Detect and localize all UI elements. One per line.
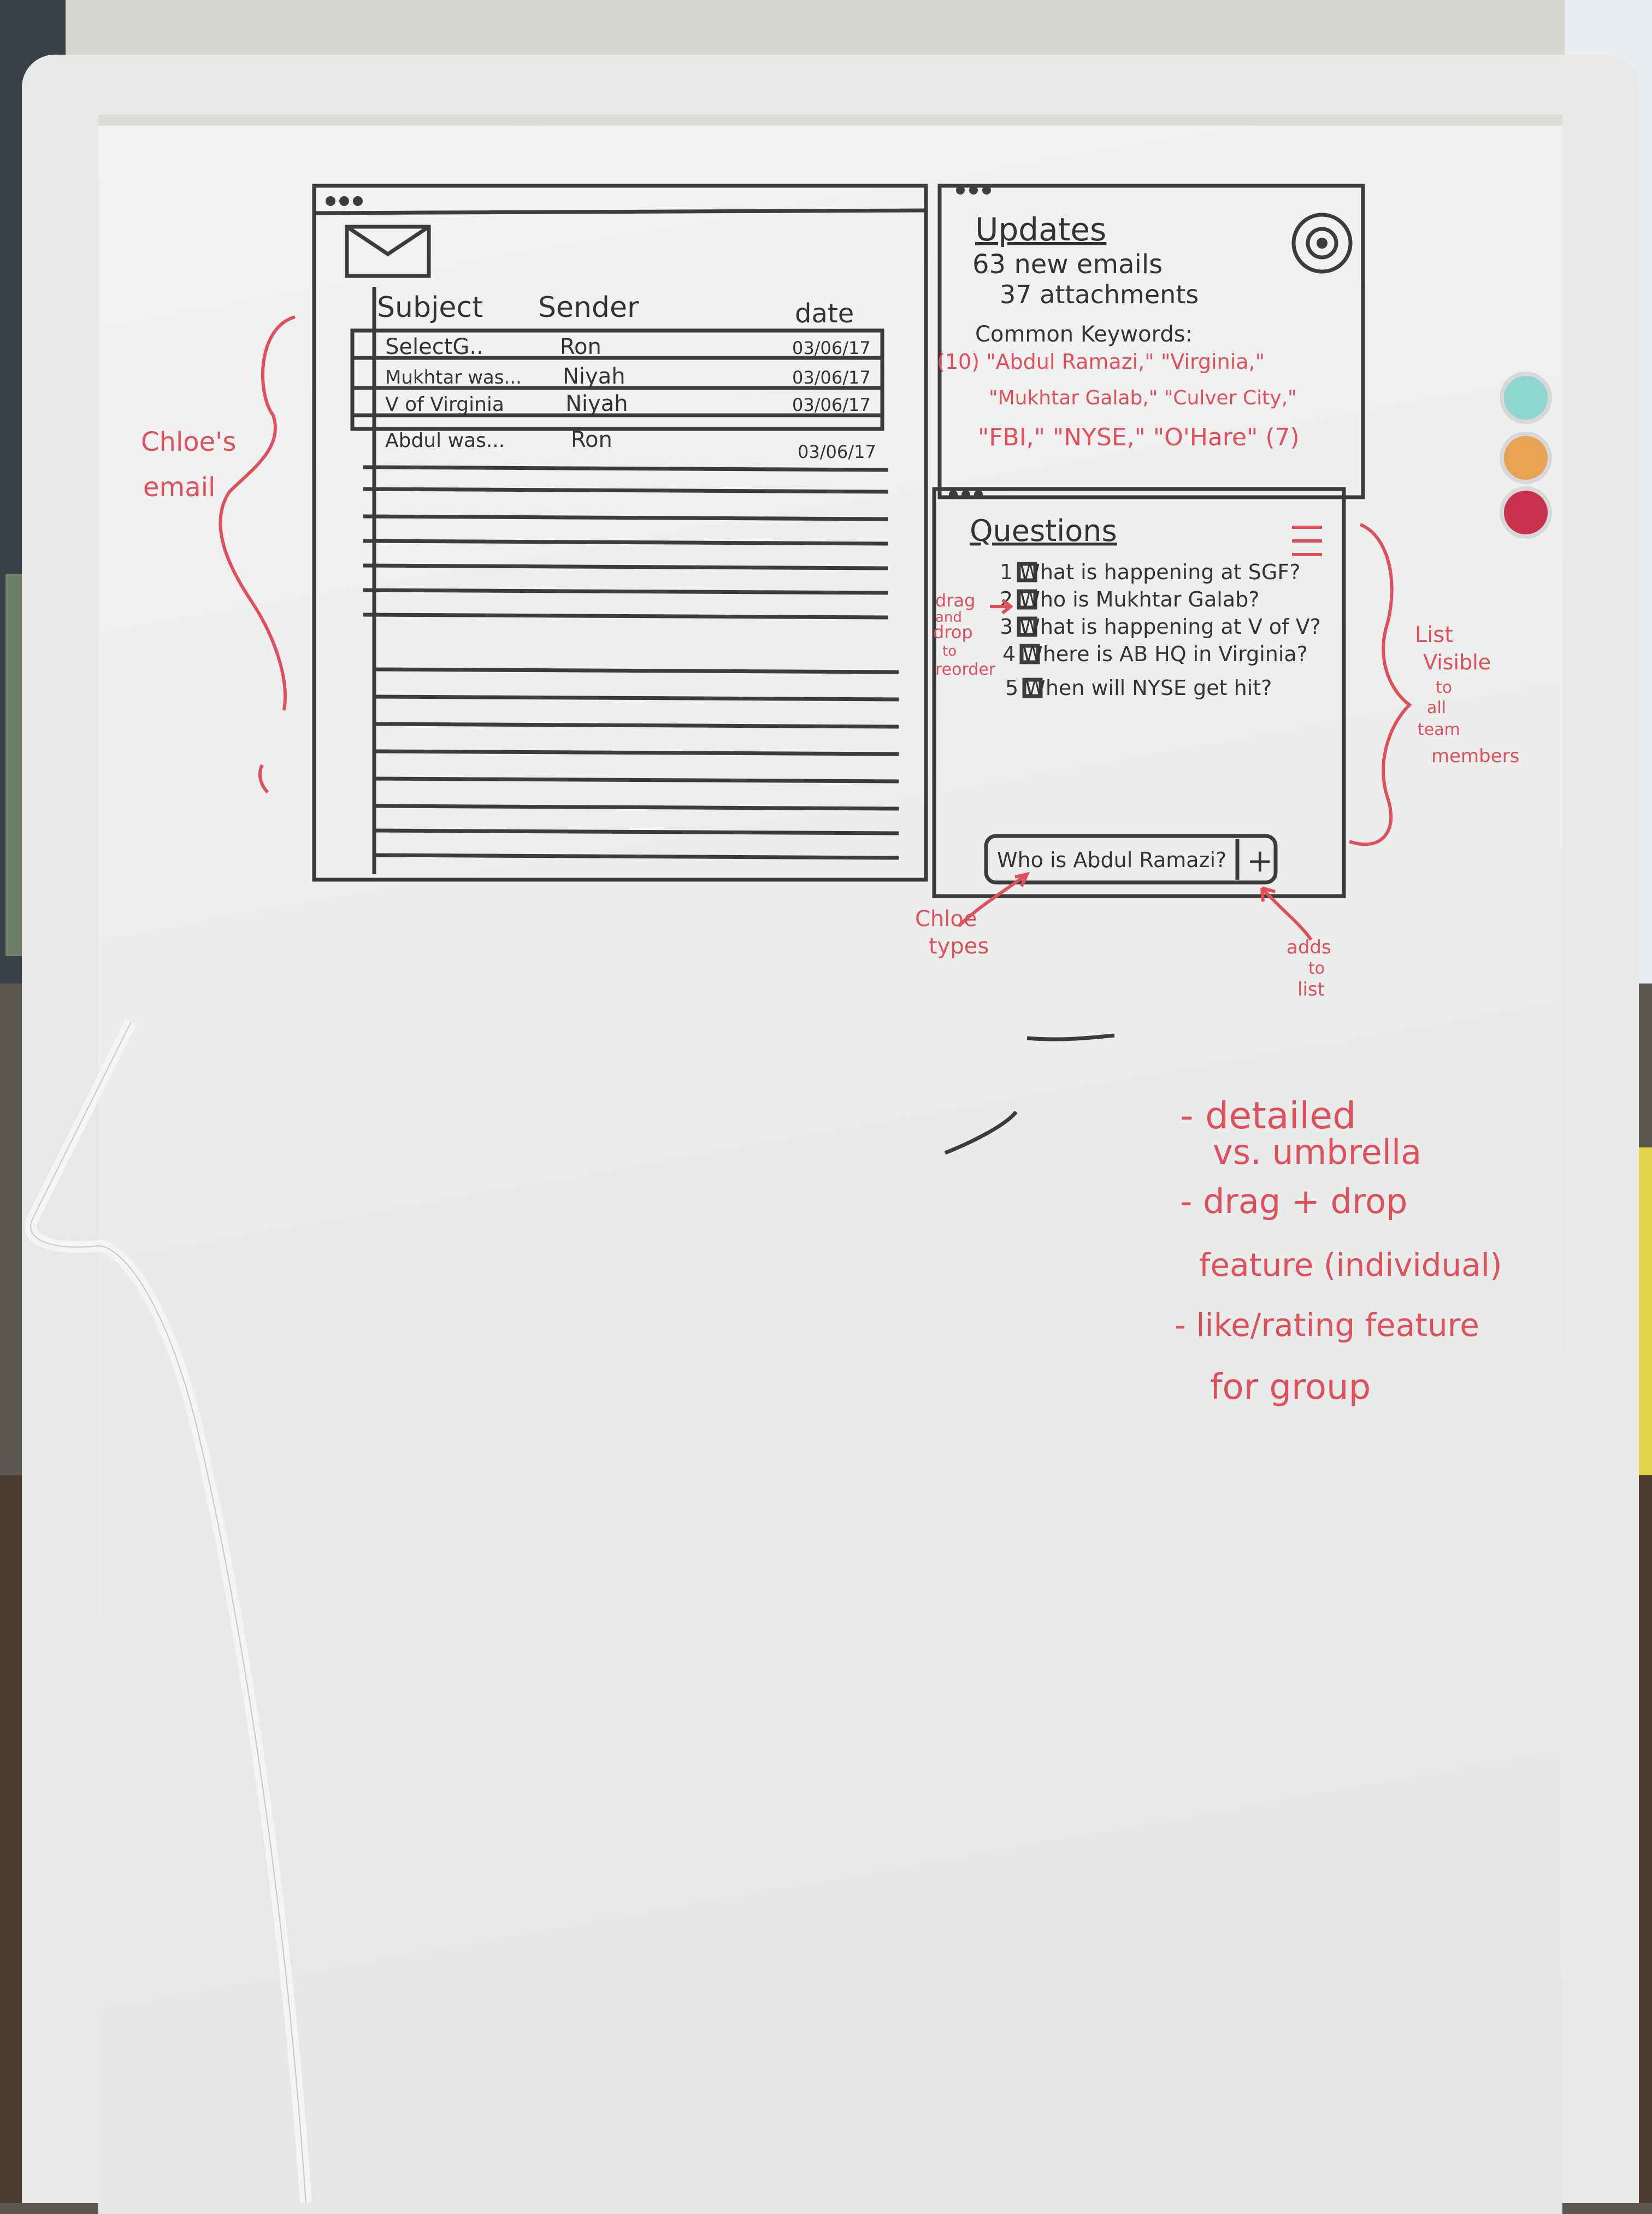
- attachments-count: 37 attachments: [1000, 280, 1199, 309]
- annotation-text: List: [1415, 622, 1453, 647]
- email-window-frame: [312, 184, 928, 882]
- note-line: feature (individual): [1199, 1246, 1502, 1283]
- arrow-icon: [1260, 886, 1313, 941]
- annotation-text: Visible: [1423, 650, 1491, 674]
- annotation-text: types: [929, 934, 989, 959]
- updates-window-frame: [937, 184, 1365, 499]
- annotation-text: drop: [933, 622, 973, 643]
- envelope-icon: [345, 225, 431, 278]
- annotation-text: to: [1308, 959, 1325, 978]
- annotation-text: Chloe: [915, 906, 977, 932]
- checkbox: [1017, 616, 1037, 637]
- updates-title: Updates: [975, 211, 1106, 248]
- email-row-date: 03/06/17: [798, 441, 876, 462]
- checkbox: [1017, 562, 1037, 582]
- email-row-date: 03/06/17: [792, 367, 871, 388]
- question-input-sketch: [984, 834, 1278, 885]
- updates-panel-sketch: Updates 63 new emails 37 attachments Com…: [937, 184, 1365, 499]
- menu-icon: [1292, 526, 1322, 556]
- annotation-text: and: [935, 609, 962, 626]
- whiteboard-surface: [98, 115, 1562, 2214]
- empty-email-rows: [363, 465, 899, 860]
- annotation-text: to: [942, 643, 957, 660]
- power-cable: [25, 1019, 312, 2203]
- arrow-icon: [990, 598, 1013, 615]
- brace-shape: [1349, 523, 1412, 846]
- col-sender: Sender: [538, 291, 639, 324]
- camera-icon: [1291, 213, 1353, 274]
- email-row-subject: V of Virginia: [385, 393, 504, 416]
- keywords-label: Common Keywords:: [975, 322, 1193, 347]
- checkbox: [1022, 678, 1043, 698]
- orange-magnet: [1500, 432, 1552, 484]
- checkbox: [1019, 644, 1040, 664]
- new-emails-count: 63 new emails: [972, 249, 1163, 280]
- add-question-button: +: [1247, 842, 1273, 879]
- email-row-sender: Niyah: [565, 391, 628, 416]
- annotation-text: members: [1431, 745, 1519, 767]
- questions-window-frame: [932, 487, 1346, 898]
- email-row-date: 03/06/17: [792, 338, 871, 358]
- chloes-email-annotation: Chloe's email: [141, 315, 296, 794]
- window-dot: [339, 196, 349, 206]
- questions-title: Questions: [970, 514, 1117, 548]
- keywords-line: (10) "Abdul Ramazi," "Virginia,": [937, 350, 1265, 374]
- keywords-line: "Mukhtar Galab," "Culver City,": [989, 387, 1297, 409]
- note-line: - like/rating feature: [1175, 1306, 1479, 1344]
- email-row-subject: Abdul was...: [385, 429, 505, 452]
- drag-drop-annotation: drag and drop to reorder: [933, 590, 1013, 679]
- annotation-text: Chloe's: [141, 427, 236, 457]
- note-line: - drag + drop: [1180, 1181, 1407, 1221]
- list-visible-annotation: List Visible to all team members: [1349, 523, 1519, 846]
- annotation-text: reorder: [935, 660, 996, 679]
- note-line: vs. umbrella: [1213, 1132, 1421, 1172]
- email-row-subject: Mukhtar was...: [385, 367, 522, 388]
- questions-panel-sketch: Questions 1 What is happening at SGF? 2 …: [932, 487, 1346, 898]
- note-line: - detailed: [1180, 1094, 1356, 1138]
- window-titlebar: [314, 208, 927, 215]
- col-subject: Subject: [377, 291, 483, 324]
- email-row-sender: Niyah: [563, 364, 626, 389]
- keywords-line: "FBI," "NYSE," "O'Hare" (7): [978, 423, 1300, 451]
- question-item: 2 Who is Mukhtar Galab?: [1000, 587, 1259, 611]
- teal-magnet: [1500, 372, 1552, 424]
- question-item: 1 What is happening at SGF?: [1000, 560, 1300, 584]
- checkbox: [1017, 589, 1037, 610]
- email-row-sender: Ron: [560, 334, 601, 360]
- annotation-text: email: [143, 472, 215, 503]
- stray-marks: [944, 1033, 1115, 1155]
- annotation-text: adds: [1287, 937, 1331, 958]
- note-line: for group: [1210, 1367, 1371, 1408]
- email-row-sender: Ron: [571, 427, 612, 452]
- annotation-text: all: [1427, 698, 1446, 717]
- annotation-text: to: [1436, 678, 1452, 697]
- question-input-value: Who is Abdul Ramazi?: [997, 848, 1226, 872]
- question-item: 4 Where is AB HQ in Virginia?: [1002, 642, 1308, 666]
- feature-notes: - detailed vs. umbrella - drag + drop fe…: [1175, 1094, 1502, 1408]
- chloe-types-annotation: Chloe types: [915, 872, 1030, 959]
- annotation-text: team: [1418, 720, 1460, 739]
- email-panel-sketch: Subject Sender date SelectG.. Ron 03/06/…: [312, 184, 928, 882]
- adds-to-list-annotation: adds to list: [1260, 886, 1331, 1000]
- red-magnet: [1500, 486, 1552, 539]
- col-date: date: [795, 298, 854, 329]
- window-dot: [326, 196, 335, 206]
- annotation-text: drag: [935, 590, 975, 611]
- question-item: 3 What is happening at V of V?: [1000, 615, 1321, 639]
- email-row-subject: SelectG..: [385, 334, 483, 360]
- arrow-icon: [957, 872, 1030, 928]
- email-row-date: 03/06/17: [792, 394, 871, 415]
- window-dot: [353, 196, 363, 206]
- brace-shape: [219, 315, 296, 711]
- email-rows-box: [350, 328, 884, 431]
- question-item: 5 When will NYSE get hit?: [1005, 676, 1272, 700]
- annotation-text: list: [1297, 979, 1325, 1000]
